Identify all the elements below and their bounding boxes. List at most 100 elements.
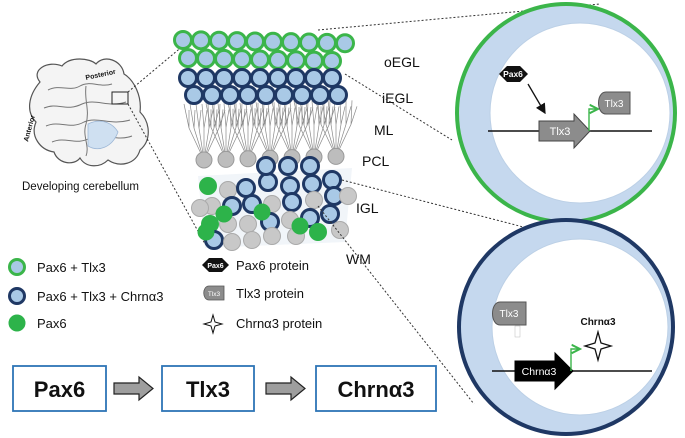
cell-pax6-tlx3-chrna3 — [310, 85, 330, 105]
cell-pax6-tlx3 — [250, 49, 270, 70]
top-protein-pax6-shape — [499, 66, 528, 82]
zoom-line-bottom — [127, 103, 206, 245]
zoom-line-top — [127, 39, 191, 93]
cell-pax6-tlx3 — [173, 30, 193, 50]
cell-pax6-tlx3-chrna3 — [214, 68, 234, 88]
top-binding-arrow — [527, 83, 546, 115]
cell-pax6-tlx3-chrna3 — [278, 156, 298, 176]
cell-pax6-tlx3 — [263, 31, 283, 52]
pathway-arrow-1 — [113, 375, 154, 402]
top-gene-label: Tlx3 — [550, 126, 571, 138]
callout-line-1 — [317, 3, 601, 31]
callout-line-3 — [341, 179, 559, 237]
bottom-protein-tlx3-shape — [492, 301, 527, 326]
cell-pax6-tlx3-chrna3 — [202, 85, 222, 105]
cell-pax6-tlx3-chrna3 — [300, 156, 320, 176]
pathway-box-pax6 — [12, 365, 107, 412]
purkinje-dendrite — [315, 100, 358, 157]
pathway: Pax6 Tlx3 Chrnα3 — [12, 365, 437, 412]
legend-label-pax6-tlx3-chrna3: Pax6 + Tlx3 + Chrnα3 — [37, 289, 164, 304]
layer-label-igl: IGL — [356, 200, 379, 216]
cell-pax6-tlx3 — [317, 32, 337, 53]
bottom-callout-cell: Tlx3 Chrnα3 Chrnα3 — [457, 218, 675, 436]
cell-pax6-tlx3 — [322, 50, 342, 71]
cell-pax6 — [253, 203, 271, 221]
cell-granule-other — [243, 231, 261, 249]
cell-pax6 — [215, 205, 233, 223]
cell-pax6-tlx3-chrna3 — [292, 85, 312, 105]
cell-granule-other — [239, 215, 257, 233]
cell-pax6 — [309, 223, 327, 241]
legend-swatch-pax6 — [8, 314, 26, 332]
cell-pax6 — [291, 217, 309, 235]
legend-pax6-protein-icon — [202, 258, 229, 272]
cell-pax6-tlx3 — [245, 31, 265, 52]
pathway-box-chrna3 — [315, 365, 437, 412]
cell-pax6-tlx3-chrna3 — [250, 68, 270, 88]
cell-pax6-tlx3-chrna3 — [322, 170, 342, 190]
layer-label-pcl: PCL — [362, 153, 389, 169]
legend-label-pax6-tlx3: Pax6 + Tlx3 — [37, 260, 106, 275]
top-gene-tlx3-arrow — [538, 112, 591, 150]
cell-pax6-tlx3 — [304, 50, 324, 71]
cerebellum-illustration: Anterior Posterior Developing cerebellum — [22, 58, 149, 193]
pathway-label-tlx3: Tlx3 — [186, 377, 230, 402]
layer-label-wm: WM — [346, 251, 371, 267]
cell-pax6-tlx3-chrna3 — [280, 176, 300, 196]
cell-pax6-tlx3 — [268, 49, 288, 70]
cell-pax6-tlx3-chrna3 — [184, 85, 204, 105]
cell-pax6-tlx3-chrna3 — [220, 85, 240, 105]
cell-pax6-tlx3 — [178, 48, 198, 69]
cell-pax6-tlx3-chrna3 — [268, 68, 288, 88]
cell-pax6-tlx3 — [191, 30, 211, 51]
cell-granule-other — [331, 221, 349, 239]
cell-pax6-tlx3 — [227, 31, 247, 52]
bottom-gene-chrna3-arrow — [514, 351, 574, 391]
legend-label-chrna3-protein: Chrnα3 protein — [236, 316, 322, 331]
cerebellum-caption: Developing cerebellum — [22, 181, 139, 193]
legend-tlx3-protein-icon — [203, 285, 225, 301]
cell-granule-other — [191, 199, 209, 217]
cerebellum-outline — [29, 58, 149, 167]
cell-pax6-tlx3-chrna3 — [256, 156, 276, 176]
layer-label-oegl: oEGL — [384, 54, 420, 70]
cell-pax6-tlx3-chrna3 — [304, 68, 324, 88]
cell-pax6 — [199, 177, 217, 195]
cell-pax6-tlx3 — [196, 48, 216, 69]
cerebellum-folia — [43, 83, 133, 157]
cell-pax6-tlx3 — [214, 48, 234, 69]
bottom-product-star — [582, 329, 614, 363]
cell-granule-other — [219, 181, 237, 199]
cell-granule-other — [305, 191, 323, 209]
cell-pax6-tlx3-chrna3 — [286, 68, 306, 88]
layer-label-iegl: iEGL — [382, 90, 413, 106]
cell-pax6-tlx3 — [232, 49, 252, 70]
purkinje-soma — [239, 150, 257, 168]
top-promoter-arrow — [588, 109, 598, 131]
cell-pax6-tlx3-chrna3 — [236, 178, 256, 198]
legend-chrna3-protein-icon — [202, 313, 224, 335]
cell-pax6-tlx3-chrna3 — [232, 68, 252, 88]
cell-pax6-tlx3-chrna3 — [256, 85, 276, 105]
cell-pax6-tlx3 — [299, 32, 319, 53]
top-product-label: Tlx3 — [605, 99, 624, 110]
bottom-gene-label: Chrnα3 — [522, 366, 557, 378]
legend-swatch-pax6-tlx3 — [8, 258, 26, 276]
pathway-arrow-2 — [265, 375, 306, 402]
pathway-label-chrna3: Chrnα3 — [337, 377, 414, 402]
purkinje-soma — [327, 147, 345, 165]
cell-granule-other — [339, 187, 357, 205]
legend-tlx3-icon-label: Tlx3 — [208, 291, 221, 298]
cell-pax6-tlx3-chrna3 — [322, 68, 342, 88]
legend-pax6-icon-label: Pax6 — [207, 263, 223, 270]
cell-pax6-tlx3 — [209, 30, 229, 51]
cell-pax6-tlx3-chrna3 — [196, 68, 216, 88]
top-product-tlx3-shape — [598, 91, 631, 115]
legend-label-tlx3-protein: Tlx3 protein — [236, 286, 304, 301]
cell-granule-other — [223, 233, 241, 251]
bottom-product-label: Chrnα3 — [580, 317, 615, 328]
legend-swatch-pax6-tlx3-chrna3 — [8, 287, 26, 305]
cell-pax6-tlx3-chrna3 — [302, 174, 322, 194]
pathway-box-tlx3 — [161, 365, 255, 412]
